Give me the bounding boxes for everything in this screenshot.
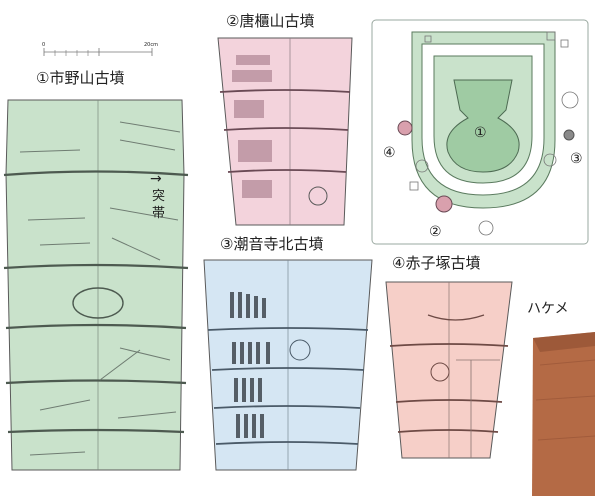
site-num-4: ④: [383, 145, 396, 161]
tottai-arrow: →: [150, 171, 162, 187]
ichinoyama-label: ①市野山古墳: [36, 69, 124, 87]
hakeme-photo: [532, 332, 595, 496]
karahitsuyama-label: ②唐櫃山古墳: [226, 12, 314, 30]
karahitsuyama-haniwa-drawing: [217, 37, 353, 226]
scale-bar: 0 20cm: [42, 42, 158, 56]
akakozuka-label: ④赤子塚古墳: [392, 254, 480, 272]
ichinoyama-haniwa-drawing: [3, 99, 189, 471]
tottai-char-1: 突: [152, 188, 165, 204]
site-num-2: ②: [429, 224, 442, 240]
hakeme-label: ハケメ: [527, 301, 569, 317]
chooonji-label: ③潮音寺北古墳: [220, 235, 323, 253]
scale-end-label: 20cm: [144, 42, 158, 48]
tottai-char-2: 帯: [152, 206, 165, 221]
site-num-3: ③: [570, 151, 583, 167]
chooonji-haniwa-drawing: [203, 259, 373, 471]
ichinoyama-bands: [3, 170, 189, 434]
akakozuka-haniwa-drawing: [385, 281, 513, 459]
site-num-1: ①: [474, 125, 487, 141]
scale-zero-label: 0: [42, 42, 45, 48]
site-plan: ① ② ③ ④: [371, 19, 589, 245]
